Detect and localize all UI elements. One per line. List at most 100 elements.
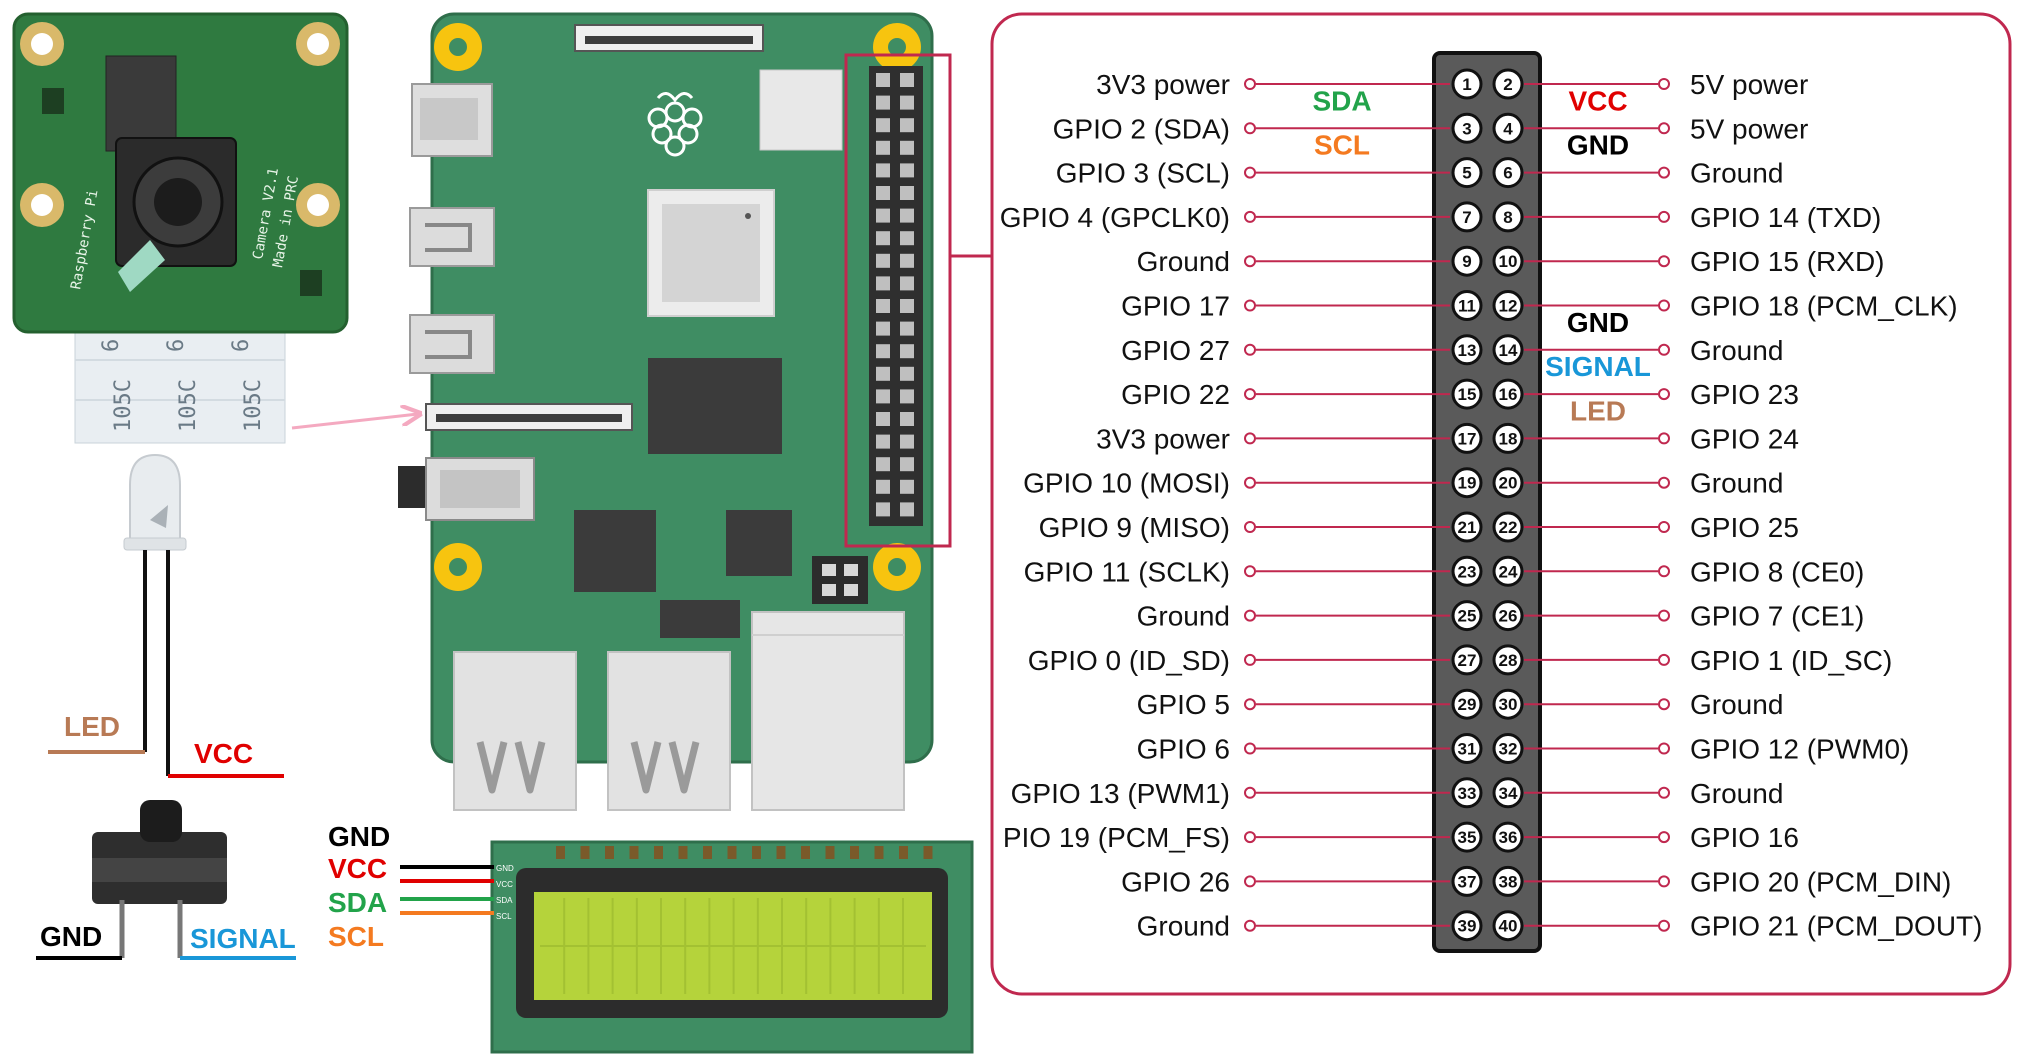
lcd-wiring: GND VCC SDA SCL: [328, 821, 494, 952]
pin-number: 30: [1499, 695, 1518, 714]
ribbon-number-2: 6: [164, 339, 189, 352]
board-header-pin: [900, 186, 914, 200]
pin-label-right: GPIO 15 (RXD): [1690, 246, 1884, 277]
camera-connector-arrow: [292, 414, 418, 428]
lcd-pin: [850, 846, 859, 859]
pin-label-left: GPIO 11 (SCLK): [1024, 556, 1230, 587]
pin-label-left: GPIO 6: [1137, 734, 1230, 765]
pin-terminal-right: [1659, 433, 1669, 443]
pin-number: 29: [1458, 695, 1477, 714]
connection-label-sda: SDA: [1312, 85, 1371, 116]
board-header-pin: [876, 457, 890, 471]
board-header-pin: [900, 231, 914, 245]
pin-terminal-right: [1659, 699, 1669, 709]
pin-terminal-left: [1245, 123, 1255, 133]
board-header-pin: [876, 118, 890, 132]
pin-label-right: Ground: [1690, 158, 1783, 189]
lcd-pin: [899, 846, 908, 859]
ribbon-text-3: 105C: [241, 379, 266, 432]
connection-label-gnd: GND: [1567, 130, 1629, 161]
pin-number: 1: [1462, 75, 1471, 94]
lcd-label-vcc: VCC: [328, 853, 387, 884]
pin-number: 2: [1503, 75, 1512, 94]
pin-terminal-left: [1245, 611, 1255, 621]
pin-terminal-right: [1659, 345, 1669, 355]
pin-number: 35: [1458, 828, 1477, 847]
pin-label-right: GPIO 1 (ID_SC): [1690, 645, 1892, 676]
pin-label-right: GPIO 21 (PCM_DOUT): [1690, 911, 1982, 942]
ribbon-text-2: 105C: [176, 379, 201, 432]
pin-label-right: 5V power: [1690, 113, 1808, 144]
pin-terminal-left: [1245, 699, 1255, 709]
pin-terminal-left: [1245, 832, 1255, 842]
pin-label-left: PIO 19 (PCM_FS): [1003, 822, 1230, 853]
pin-number: 22: [1499, 518, 1518, 537]
pin-label-right: GPIO 20 (PCM_DIN): [1690, 866, 1951, 897]
board-header-pin: [900, 118, 914, 132]
pin-terminal-right: [1659, 611, 1669, 621]
pin-terminal-right: [1659, 921, 1669, 931]
board-header-pin: [876, 322, 890, 336]
board-header-pin: [900, 412, 914, 426]
pin-terminal-right: [1659, 832, 1669, 842]
pin-number: 25: [1458, 607, 1477, 626]
raspberry-pi-board: [398, 14, 992, 810]
lcd-pin: [752, 846, 761, 859]
lcd-pin-text: GND: [496, 864, 514, 873]
pin-label-right: Ground: [1690, 335, 1783, 366]
ram-chip: [648, 358, 782, 454]
pin-terminal-left: [1245, 389, 1255, 399]
led-component: LED VCC: [48, 455, 284, 776]
pin-label-right: GPIO 8 (CE0): [1690, 556, 1864, 587]
board-header-pin: [900, 141, 914, 155]
board-header-pin: [876, 502, 890, 516]
board-header-pin: [876, 163, 890, 177]
pin-number: 24: [1499, 562, 1518, 581]
ribbon-text-1: 105C: [111, 379, 136, 432]
pin-number: 12: [1499, 297, 1518, 316]
lcd-pin-text: VCC: [496, 880, 513, 889]
board-header-pin: [876, 435, 890, 449]
pin-label-left: GPIO 0 (ID_SD): [1028, 645, 1230, 676]
lcd-pin: [826, 846, 835, 859]
board-header-pin: [900, 254, 914, 268]
pin-number: 39: [1458, 917, 1477, 936]
pin-terminal-left: [1245, 345, 1255, 355]
lcd-pin: [556, 846, 565, 859]
pin-number: 26: [1499, 607, 1518, 626]
connection-label-vcc: VCC: [1568, 85, 1627, 116]
pin-number: 16: [1499, 385, 1518, 404]
ethernet-port: [752, 612, 904, 810]
pin-label-left: Ground: [1137, 601, 1230, 632]
pin-number: 15: [1458, 385, 1477, 404]
pin-number: 14: [1499, 341, 1518, 360]
board-header-pin: [900, 163, 914, 177]
lcd-pin: [924, 846, 933, 859]
lcd-label-gnd: GND: [328, 821, 390, 852]
board-header-pin: [876, 367, 890, 381]
pin-label-left: GPIO 9 (MISO): [1039, 512, 1230, 543]
pin-terminal-right: [1659, 389, 1669, 399]
pin-label-right: GPIO 7 (CE1): [1690, 601, 1864, 632]
pin-number: 34: [1499, 784, 1518, 803]
pin-label-left: Ground: [1137, 911, 1230, 942]
pin-label-left: GPIO 22: [1121, 379, 1230, 410]
board-header-pin: [876, 186, 890, 200]
pin-label-left: 3V3 power: [1096, 69, 1230, 100]
board-header-pin: [876, 480, 890, 494]
board-header-pin: [876, 209, 890, 223]
micro-hdmi-port-2: [410, 315, 494, 373]
pin-number: 18: [1499, 429, 1518, 448]
pin-label-left: GPIO 27: [1121, 335, 1230, 366]
pin-label-right: Ground: [1690, 689, 1783, 720]
board-header-pin: [876, 276, 890, 290]
board-header-pin: [876, 344, 890, 358]
push-button-component: GND SIGNAL: [36, 800, 296, 958]
pin-label-right: GPIO 16: [1690, 822, 1799, 853]
lcd-display: GNDVCCSDASCL: [492, 842, 972, 1052]
pin-label-left: GPIO 2 (SDA): [1053, 113, 1230, 144]
pin-label-right: GPIO 14 (TXD): [1690, 202, 1881, 233]
board-header-pin: [876, 389, 890, 403]
pin-label-left: GPIO 5: [1137, 689, 1230, 720]
pin-terminal-right: [1659, 744, 1669, 754]
